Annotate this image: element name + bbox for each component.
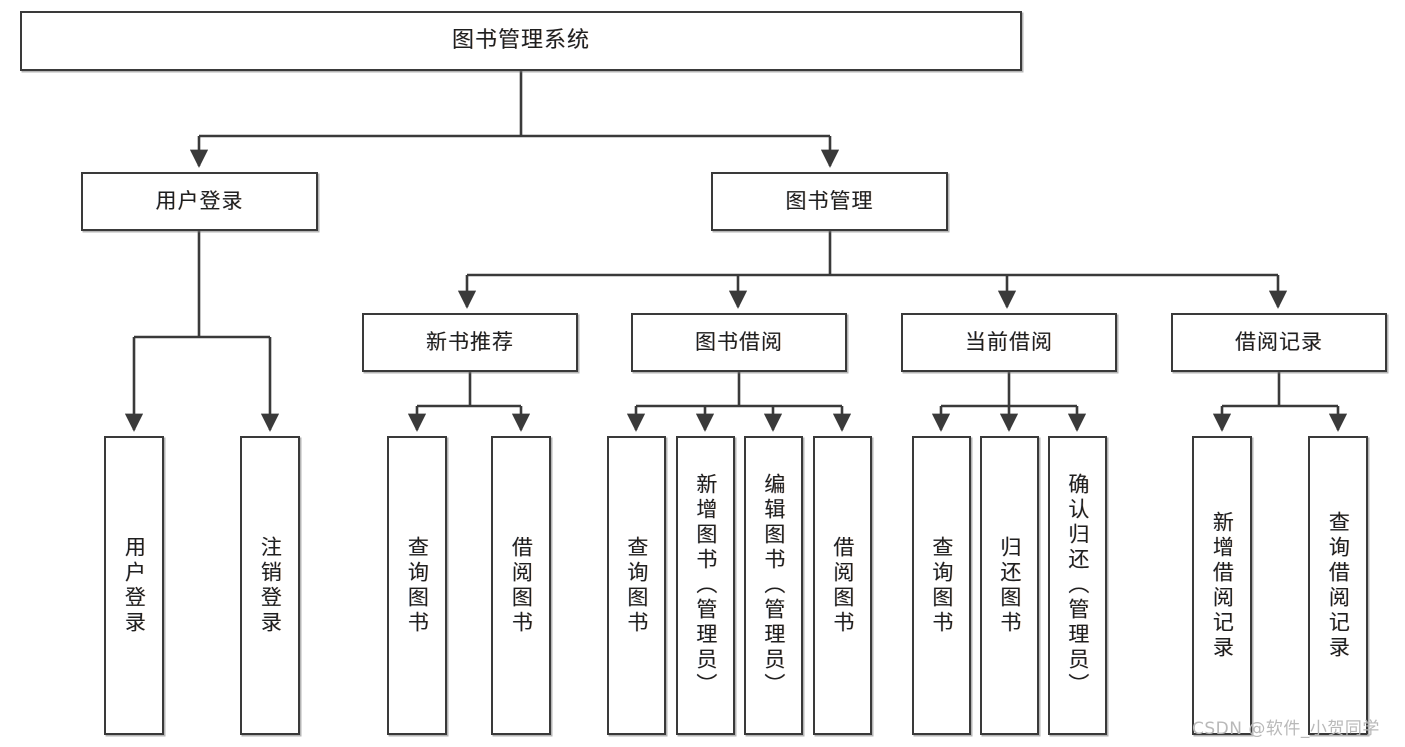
- node-leaf-add-record-label: 新增借阅记录: [1210, 510, 1235, 661]
- node-leaf-edit-book-label: 编辑图书（管理员）: [761, 473, 786, 698]
- node-leaf-query-book-2-label: 查询图书: [624, 535, 649, 636]
- node-new-book-recommend[interactable]: 新书推荐: [362, 313, 578, 372]
- node-book-manage[interactable]: 图书管理: [711, 172, 948, 231]
- node-leaf-return-book[interactable]: 归还图书: [980, 436, 1039, 735]
- node-leaf-user-login[interactable]: 用户登录: [104, 436, 164, 735]
- node-leaf-user-logout-label: 注销登录: [258, 535, 283, 636]
- node-root[interactable]: 图书管理系统: [20, 11, 1022, 71]
- node-root-label: 图书管理系统: [451, 28, 590, 54]
- node-leaf-return-book-label: 归还图书: [997, 535, 1022, 636]
- node-leaf-edit-book[interactable]: 编辑图书（管理员）: [744, 436, 803, 735]
- node-current-borrow-label: 当前借阅: [965, 330, 1053, 355]
- node-leaf-add-record[interactable]: 新增借阅记录: [1192, 436, 1252, 735]
- node-new-book-recommend-label: 新书推荐: [426, 330, 514, 355]
- node-leaf-borrow-book-1-label: 借阅图书: [509, 535, 534, 636]
- node-book-manage-label: 图书管理: [785, 189, 874, 214]
- watermark-text: CSDN @软件_小贺同学: [1192, 719, 1380, 739]
- node-leaf-query-book-1-label: 查询图书: [405, 535, 430, 636]
- node-leaf-query-book-2[interactable]: 查询图书: [607, 436, 666, 735]
- node-leaf-borrow-book-2-label: 借阅图书: [830, 535, 855, 636]
- node-user-login[interactable]: 用户登录: [81, 172, 318, 231]
- node-leaf-add-book-label: 新增图书（管理员）: [693, 473, 718, 698]
- node-current-borrow[interactable]: 当前借阅: [901, 313, 1117, 372]
- node-leaf-query-book-3-label: 查询图书: [929, 535, 954, 636]
- node-leaf-borrow-book-2[interactable]: 借阅图书: [813, 436, 872, 735]
- node-borrow-record-label: 借阅记录: [1235, 330, 1323, 355]
- node-leaf-add-book[interactable]: 新增图书（管理员）: [676, 436, 735, 735]
- node-leaf-confirm-return[interactable]: 确认归还（管理员）: [1048, 436, 1107, 735]
- node-leaf-user-logout[interactable]: 注销登录: [240, 436, 300, 735]
- node-book-borrow[interactable]: 图书借阅: [631, 313, 847, 372]
- node-leaf-user-login-label: 用户登录: [122, 535, 147, 636]
- node-leaf-query-book-1[interactable]: 查询图书: [387, 436, 447, 735]
- node-user-login-label: 用户登录: [155, 189, 244, 214]
- node-leaf-query-record-label: 查询借阅记录: [1326, 510, 1351, 661]
- node-leaf-query-book-3[interactable]: 查询图书: [912, 436, 971, 735]
- node-leaf-query-record[interactable]: 查询借阅记录: [1308, 436, 1368, 735]
- node-borrow-record[interactable]: 借阅记录: [1171, 313, 1387, 372]
- node-leaf-borrow-book-1[interactable]: 借阅图书: [491, 436, 551, 735]
- node-book-borrow-label: 图书借阅: [695, 330, 783, 355]
- node-leaf-confirm-return-label: 确认归还（管理员）: [1065, 473, 1090, 698]
